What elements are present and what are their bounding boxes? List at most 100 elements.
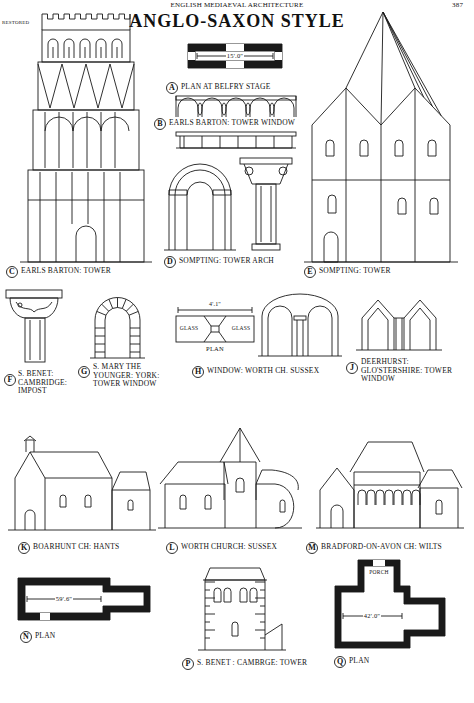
masonry-stroke [45, 117, 73, 131]
york-tower-window [90, 298, 145, 359]
caption: S. MARY THE YOUNGER: YORK: TOWER WINDOW [93, 363, 173, 389]
caption: WORTH CHURCH: SUSSEX [181, 543, 277, 552]
masonry-stroke [214, 588, 221, 602]
callout-letter: H [192, 366, 204, 378]
callout-text: E [307, 268, 312, 276]
masonry-stroke [130, 344, 140, 345]
masonry-stroke [383, 12, 424, 97]
masonry-stroke [205, 590, 210, 591]
masonry-stroke [73, 117, 101, 131]
caption: PLAN [206, 345, 224, 352]
masonry-stroke [42, 14, 130, 30]
masonry-stroke [205, 622, 210, 623]
masonry-stroke [398, 198, 406, 214]
caption: BOARHUNT CH: HANTS [33, 543, 119, 552]
masonry-stroke [85, 495, 91, 507]
masonry-stroke [64, 39, 74, 58]
callout-letter: C [6, 266, 18, 278]
masonry-stroke [250, 588, 257, 602]
masonry-stroke [202, 98, 222, 117]
masonry-stroke [38, 64, 134, 108]
masonry-stroke [95, 344, 105, 345]
masonry-stroke [360, 140, 368, 156]
masonry-stroke [97, 311, 106, 315]
masonry-stroke [88, 172, 89, 224]
masonry-stroke [383, 12, 433, 107]
masonry-stroke [126, 304, 133, 311]
masonry-stroke [117, 298, 118, 308]
masonry-stroke [101, 112, 102, 168]
callout-letter: J [346, 362, 358, 374]
masonry-stroke [226, 98, 246, 117]
s-benet-tower [198, 568, 286, 650]
masonry-stroke [28, 200, 144, 201]
masonry-stroke [130, 336, 140, 337]
earls-barton-tower [20, 30, 152, 262]
masonry-stroke [326, 140, 334, 156]
church-plan-boarhunt [18, 578, 150, 620]
baluster [270, 103, 274, 115]
callout-text: G [81, 368, 87, 376]
masonry-stroke [95, 328, 105, 329]
callout-letter: K [18, 542, 30, 554]
masonry-stroke [430, 198, 438, 214]
worth-window [176, 294, 342, 356]
callout-text: N [23, 633, 29, 641]
masonry-stroke [80, 39, 90, 58]
callout-letter: Q [334, 656, 346, 668]
part-name: GLASS [179, 325, 199, 331]
masonry-stroke [95, 352, 105, 353]
masonry-stroke [60, 495, 66, 507]
dimension: 15'.0" [226, 52, 244, 59]
baluster [222, 103, 226, 115]
running-head: ENGLISH MEDIAEVAL ARCHITECTURE [171, 1, 304, 9]
sompting-tower [304, 12, 458, 262]
masonry-stroke [101, 117, 129, 131]
masonry-stroke [394, 490, 402, 505]
note: RESTORED [2, 20, 29, 26]
callout-text: P [186, 660, 191, 668]
masonry-stroke [205, 630, 215, 631]
masonry-stroke [260, 590, 265, 591]
baluster [198, 103, 202, 115]
masonry-stroke [403, 490, 411, 505]
caption: BRADFORD-ON-AVON CH: WILTS [321, 543, 442, 552]
caption: DEERHURST: GLO'STERSHIRE: TOWER WINDOW [361, 358, 453, 384]
masonry-stroke [184, 136, 185, 148]
callout-text: L [169, 544, 174, 552]
callout-text: Q [337, 658, 343, 666]
masonry-stroke [122, 299, 126, 308]
callout-letter: M [306, 542, 318, 554]
masonry-stroke [255, 614, 265, 615]
masonry-stroke [238, 136, 239, 148]
callout-letter: F [4, 374, 16, 386]
masonry-stroke [87, 112, 88, 168]
masonry-stroke [101, 47, 102, 58]
caption: EARLS BARTON: TOWER [21, 267, 111, 276]
dimension: 4'.1" [208, 301, 222, 308]
masonry-stroke [205, 614, 215, 615]
masonry-stroke [255, 582, 265, 583]
callout-letter: E [304, 266, 316, 278]
masonry-stroke [376, 490, 384, 505]
masonry-stroke [85, 47, 86, 58]
page-number: 387 [452, 1, 463, 9]
impost [6, 290, 62, 362]
caption: WINDOW: WORTH CH. SUSSEX [207, 367, 319, 376]
masonry-stroke [240, 588, 247, 602]
masonry-stroke [383, 12, 441, 116]
masonry-stroke [130, 328, 140, 329]
masonry-stroke [48, 39, 58, 58]
caption: PLAN [349, 657, 369, 666]
masonry-stroke [256, 136, 257, 148]
caption: PLAN AT BELFRY STAGE [181, 83, 270, 92]
masonry-stroke [40, 172, 41, 262]
masonry-stroke [236, 478, 244, 492]
bradford-church [316, 442, 464, 528]
masonry-stroke [250, 98, 270, 117]
masonry-stroke [109, 299, 113, 308]
baluster [246, 103, 250, 115]
church-plan-bradford [335, 560, 445, 648]
masonry-stroke [73, 112, 74, 168]
masonry-stroke [205, 638, 210, 639]
